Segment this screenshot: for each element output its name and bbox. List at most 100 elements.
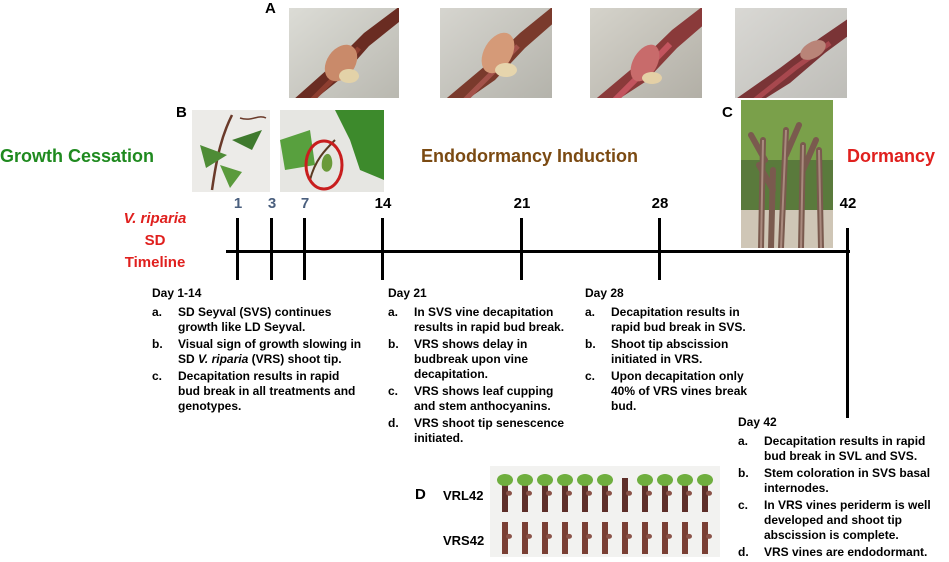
cutting-stem bbox=[542, 522, 548, 554]
cutting-stem bbox=[522, 478, 528, 512]
row-label-vrs42: VRS42 bbox=[443, 533, 485, 548]
cutting-node bbox=[546, 490, 552, 496]
note-day-1-14: Day 1-14 a.SD Seyval (SVS) continues gro… bbox=[152, 286, 362, 416]
cutting-stem bbox=[582, 478, 588, 512]
bud-photo-4 bbox=[735, 8, 847, 98]
note-item: a.SD Seyval (SVS) continues growth like … bbox=[152, 305, 332, 334]
note-item: b.VRS shows delay in budbreak upon vine … bbox=[388, 337, 529, 381]
tick-label-21: 21 bbox=[513, 195, 531, 212]
note-item: a.In SVS vine decapitation results in ra… bbox=[388, 305, 565, 334]
cutting-stem bbox=[702, 522, 708, 554]
cutting-stem bbox=[522, 522, 528, 554]
cutting-stem bbox=[662, 478, 668, 512]
cutting-node bbox=[586, 533, 592, 539]
timeline-label: V. riparia SD Timeline bbox=[110, 208, 200, 274]
cutting-node bbox=[566, 533, 572, 539]
cutting-node bbox=[686, 490, 692, 496]
cutting-leaf bbox=[537, 474, 553, 486]
note-day-28: Day 28 a.Decapitation results in rapid b… bbox=[585, 286, 765, 416]
note-item: a.Decapitation results in rapid bud brea… bbox=[585, 305, 746, 334]
timeline-axis bbox=[226, 250, 850, 253]
note-item: c.In VRS vines periderm is well develope… bbox=[738, 498, 931, 542]
cutting-stem bbox=[682, 478, 688, 512]
cutting-stem bbox=[622, 522, 628, 554]
cutting-leaf bbox=[637, 474, 653, 486]
heading-growth-cessation: Growth Cessation bbox=[0, 146, 155, 166]
cutting-leaf bbox=[517, 474, 533, 486]
cutting-node bbox=[506, 533, 512, 539]
tick-label-1: 1 bbox=[233, 195, 243, 212]
cutting-node bbox=[586, 490, 592, 496]
panel-letter-d: D bbox=[415, 486, 426, 503]
tick-mark-7 bbox=[303, 218, 306, 280]
cuttings-photo bbox=[490, 466, 720, 557]
timeline-label-species: V. riparia bbox=[123, 210, 187, 227]
cutting-node bbox=[526, 533, 532, 539]
cutting-node bbox=[566, 490, 572, 496]
cutting-node bbox=[646, 533, 652, 539]
tick-mark-21 bbox=[520, 218, 523, 280]
cutting-node bbox=[626, 533, 632, 539]
shoot-tip-photo-2 bbox=[280, 110, 384, 192]
tick-mark-3 bbox=[270, 218, 273, 280]
heading-endodormancy-induction: Endodormancy Induction bbox=[421, 146, 639, 166]
dormant-vines-photo bbox=[741, 100, 833, 248]
note-day-28-title: Day 28 bbox=[585, 286, 624, 300]
cutting-stem bbox=[562, 478, 568, 512]
tick-mark-14 bbox=[381, 218, 384, 280]
cutting-stem bbox=[642, 478, 648, 512]
cutting-stem bbox=[582, 522, 588, 554]
tick-label-42: 42 bbox=[839, 195, 857, 212]
tick-label-28: 28 bbox=[651, 195, 669, 212]
note-item: c.VRS shows leaf cupping and stem anthoc… bbox=[388, 384, 554, 413]
note-item: b.Shoot tip abscission initiated in VRS. bbox=[585, 337, 729, 366]
note-item: a.Decapitation results in rapid bud brea… bbox=[738, 434, 926, 463]
note-day-42-title: Day 42 bbox=[738, 415, 777, 429]
cutting-leaf bbox=[557, 474, 573, 486]
cutting-stem bbox=[502, 522, 508, 554]
cutting-node bbox=[686, 533, 692, 539]
cutting-node bbox=[546, 533, 552, 539]
note-item: b.Stem coloration in SVS basal internode… bbox=[738, 466, 931, 495]
cutting-node bbox=[666, 490, 672, 496]
cutting-node bbox=[666, 533, 672, 539]
cutting-stem bbox=[642, 522, 648, 554]
timeline-label-timeline: Timeline bbox=[124, 254, 186, 271]
tick-mark-42 bbox=[846, 228, 849, 418]
cutting-leaf bbox=[577, 474, 593, 486]
cutting-stem bbox=[502, 478, 508, 512]
note-day-1-14-title: Day 1-14 bbox=[152, 286, 202, 300]
cutting-node bbox=[706, 490, 712, 496]
panel-letter-c: C bbox=[722, 104, 733, 121]
cutting-leaf bbox=[677, 474, 693, 486]
panel-letter-a: A bbox=[265, 0, 276, 17]
cutting-node bbox=[606, 533, 612, 539]
cutting-stem bbox=[622, 478, 628, 512]
note-item: b.Visual sign of growth slowing in SD V.… bbox=[152, 337, 362, 366]
tick-label-3: 3 bbox=[267, 195, 277, 212]
note-item: d.VRS vines are endodormant. bbox=[738, 545, 928, 559]
tick-mark-1 bbox=[236, 218, 239, 280]
note-item: d.VRS shoot tip senescence initiated. bbox=[388, 416, 565, 445]
cutting-leaf bbox=[597, 474, 613, 486]
cutting-node bbox=[506, 490, 512, 496]
note-item: c.Decapitation results in rapid bud brea… bbox=[152, 369, 356, 413]
note-item: c.Upon decapitation only 40% of VRS vine… bbox=[585, 369, 748, 413]
shoot-tip-photo-1 bbox=[192, 110, 270, 192]
cutting-stem bbox=[662, 522, 668, 554]
cutting-stem bbox=[542, 478, 548, 512]
cutting-leaf bbox=[657, 474, 673, 486]
cutting-stem bbox=[562, 522, 568, 554]
note-day-42: Day 42 a.Decapitation results in rapid b… bbox=[738, 415, 946, 562]
note-day-21-title: Day 21 bbox=[388, 286, 427, 300]
timeline-label-sd: SD bbox=[144, 232, 166, 249]
cutting-node bbox=[606, 490, 612, 496]
row-label-vrl42: VRL42 bbox=[443, 488, 484, 503]
bud-photo-1 bbox=[289, 8, 399, 98]
tick-mark-28 bbox=[658, 218, 661, 280]
cutting-node bbox=[626, 490, 632, 496]
cutting-stem bbox=[602, 478, 608, 512]
tick-label-7: 7 bbox=[300, 195, 310, 212]
cutting-node bbox=[526, 490, 532, 496]
cutting-node bbox=[706, 533, 712, 539]
